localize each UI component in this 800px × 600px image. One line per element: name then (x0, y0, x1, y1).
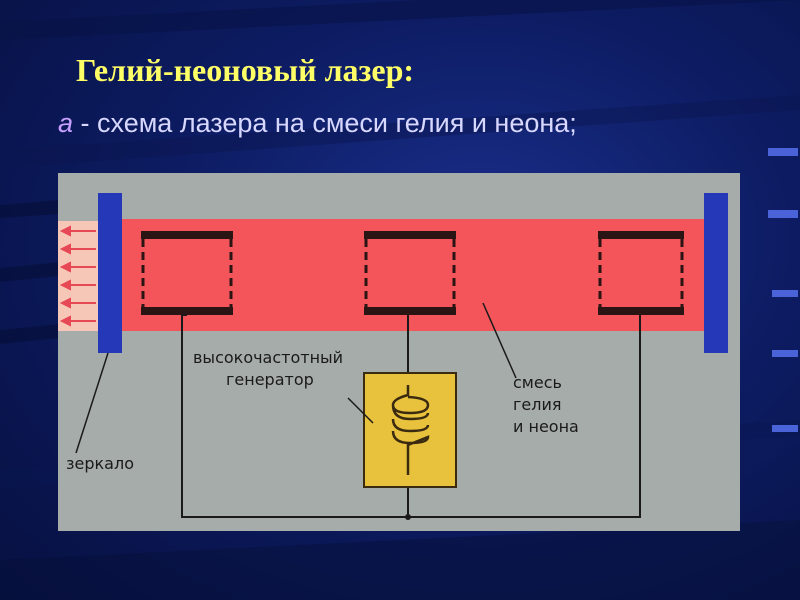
coil-icon (391, 385, 430, 475)
electrode-left (141, 231, 233, 315)
pointer-lines (75, 302, 517, 454)
slide-subtitle: а - схема лазера на смеси гелия и неона; (58, 108, 577, 139)
electrode-right (598, 231, 684, 315)
right-mirror (704, 193, 728, 353)
laser-diagram: высокочастотный генератор смесь гелия и … (58, 173, 740, 531)
label-mixture-2: гелия (513, 395, 562, 414)
subtitle-letter: а (58, 108, 74, 138)
emitted-light (58, 221, 102, 331)
label-mirror: зеркало (66, 454, 134, 473)
left-mirror (98, 193, 122, 353)
label-mixture-1: смесь (513, 373, 562, 392)
slide-title: Гелий-неоновый лазер: (76, 52, 415, 88)
wiring (181, 314, 641, 518)
label-generator-1: высокочастотный (193, 348, 343, 367)
electrode-middle (364, 231, 456, 315)
wire-junction (405, 514, 411, 520)
label-generator-2: генератор (226, 370, 314, 389)
rf-generator (363, 372, 457, 488)
label-mixture-3: и неона (513, 417, 579, 436)
subtitle-text: - схема лазера на смеси гелия и неона; (73, 108, 577, 138)
